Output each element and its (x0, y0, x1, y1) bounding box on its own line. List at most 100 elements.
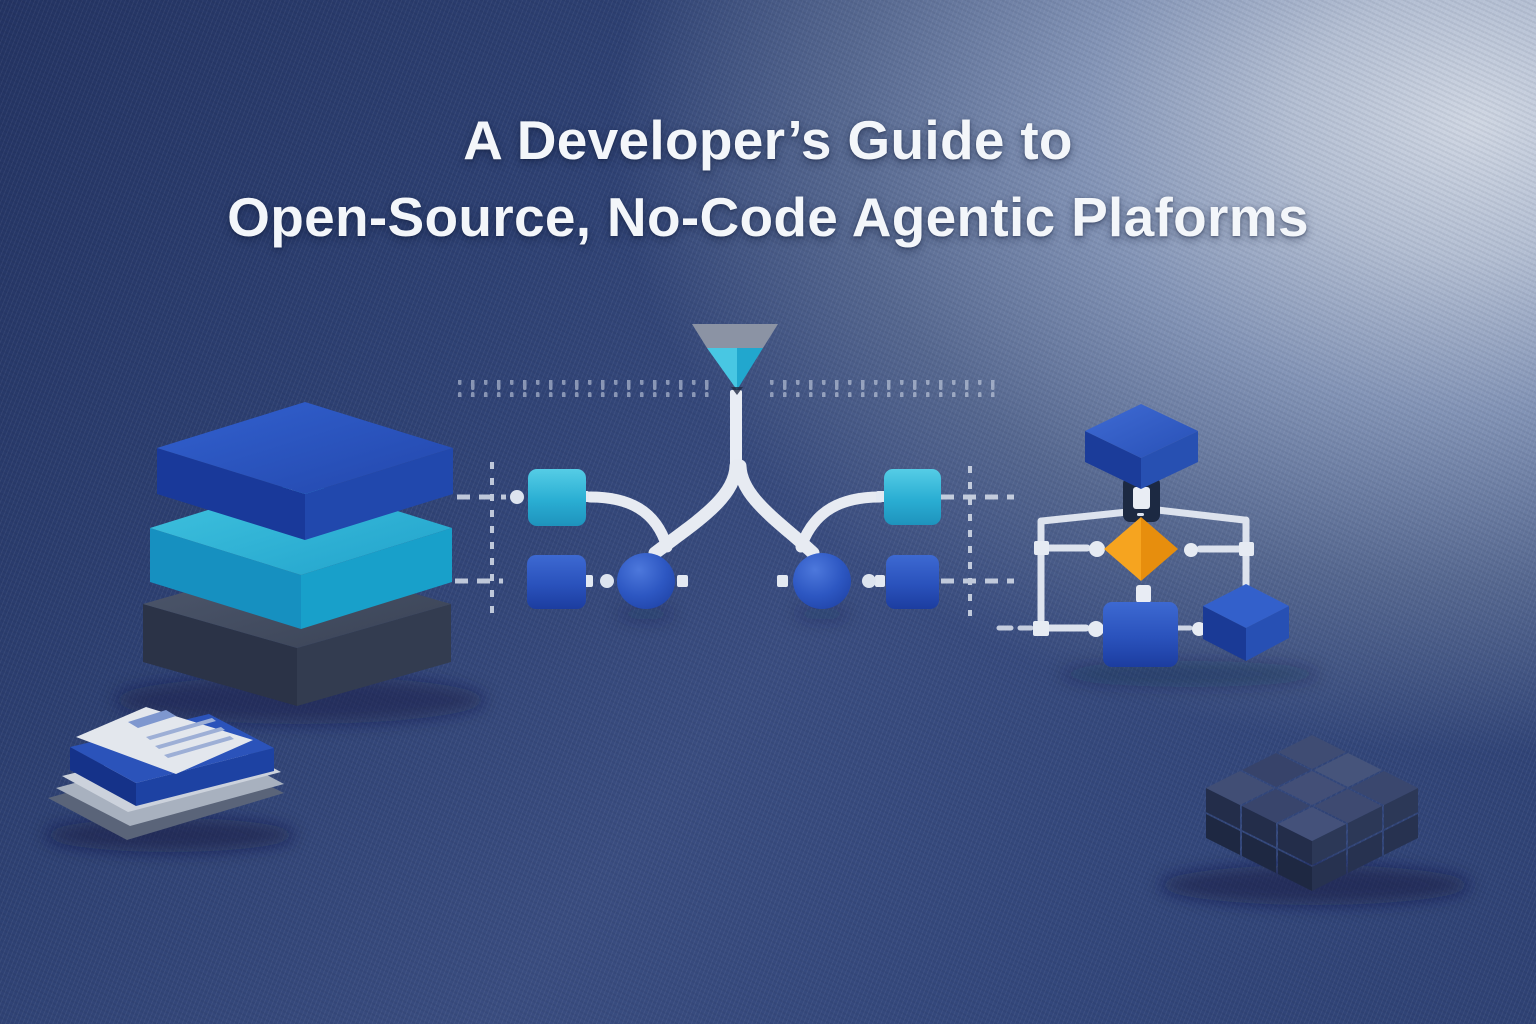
funnel-gray-band (692, 324, 778, 348)
process-circle-right (793, 553, 851, 609)
flowchart-shadow (1060, 661, 1320, 687)
square-pipe-left (584, 491, 673, 553)
dot (1088, 621, 1104, 637)
cube-face (1348, 806, 1382, 847)
square-node (1239, 542, 1254, 556)
cube-face (1242, 832, 1276, 873)
title-line-1: A Developer’s Guide to (463, 109, 1073, 171)
funnel-cyan-right (737, 348, 763, 390)
slab-top-face (157, 402, 453, 494)
line (1145, 505, 1248, 524)
connector-slot (1133, 487, 1150, 509)
cube-top (1350, 771, 1418, 805)
cube-top (1242, 753, 1310, 787)
funnel-icon (692, 324, 778, 395)
cube-top (1242, 789, 1310, 823)
cube-top (1314, 789, 1382, 823)
cube-top (1314, 753, 1382, 787)
cube-top-face (1203, 584, 1289, 628)
page-title: A Developer’s Guide to Open-Source, No-C… (0, 102, 1536, 256)
cube-top (1278, 735, 1346, 769)
dot (600, 574, 614, 588)
circle-shadow (794, 607, 850, 621)
documents-stack-illustration (48, 707, 284, 840)
document-text-line (155, 727, 225, 749)
book-left-face (70, 747, 136, 806)
square-node (1033, 621, 1049, 636)
process-square-blue-left (527, 555, 586, 609)
connector-tick (1137, 513, 1144, 516)
square-node (1034, 541, 1049, 555)
cube-grid-illustration (1206, 735, 1418, 891)
dot (1192, 622, 1206, 636)
dot (1184, 543, 1198, 557)
slab-right-face (301, 528, 452, 629)
diamond-left (1104, 517, 1141, 581)
funnel-tip-shadow (731, 387, 743, 395)
cube-grid-top-faces (1206, 735, 1418, 841)
slab-left-face (150, 528, 301, 629)
ruler-ticks-left (458, 380, 710, 397)
decision-diamond-icon (1104, 517, 1178, 581)
square-node-blue (1103, 602, 1178, 667)
line (1038, 507, 1141, 525)
cube-top (1278, 807, 1346, 841)
cube-face (1206, 814, 1240, 855)
ruler-ticks-right (766, 380, 1004, 397)
split-pipes (584, 390, 886, 560)
square-pipe-right (795, 491, 886, 553)
cube-top (1206, 771, 1274, 805)
cube-left-face (1203, 606, 1246, 661)
cube-face (1278, 850, 1312, 891)
flowchart-nodes (1033, 541, 1254, 637)
decision-flowchart (996, 404, 1289, 667)
cube-top (1278, 771, 1346, 805)
cube-face (1312, 850, 1346, 891)
dashed-connectors (455, 462, 1014, 622)
document-sheet (76, 707, 253, 774)
layered-stack-illustration (143, 402, 453, 706)
cube-node-top (1085, 404, 1198, 489)
diamond-output-nub (1136, 585, 1151, 603)
process-circle-left (617, 553, 675, 609)
cube-face (1278, 824, 1312, 865)
workflow-funnel-diagram (455, 324, 1014, 622)
nub (777, 575, 788, 587)
circle-shadow (618, 607, 674, 621)
slab-left-face (157, 448, 305, 540)
book-right-face (136, 748, 274, 806)
cube-face (1384, 788, 1418, 829)
document-title-block (128, 710, 176, 728)
connector-dots (510, 490, 876, 588)
cube-face (1384, 814, 1418, 855)
process-square-blue-right (886, 555, 939, 609)
cube-left-face (1085, 431, 1141, 489)
cube-grid-lower-layer (1206, 814, 1418, 891)
nub (677, 575, 688, 587)
slab-right-face (305, 448, 453, 540)
cube-right-face (1141, 431, 1198, 489)
cube-face (1242, 806, 1276, 847)
funnel-cyan-left (707, 348, 737, 390)
cube-top-face (1085, 404, 1198, 458)
document-text-line (146, 718, 216, 740)
slab-left-face (143, 604, 297, 706)
cube-connector (1123, 477, 1160, 522)
slab-right-face (297, 604, 451, 706)
cube-node-bottom (1203, 584, 1289, 661)
cube-face (1206, 788, 1240, 829)
dot (862, 574, 876, 588)
cube-face (1312, 824, 1346, 865)
stack-layer-blue (157, 402, 453, 540)
white-document (76, 707, 253, 774)
dot (1089, 541, 1105, 557)
diamond-right (1141, 517, 1178, 581)
cube-right-face (1246, 606, 1289, 661)
title-line-2: Open-Source, No-Code Agentic Plaforms (227, 186, 1309, 248)
document-text-line (164, 736, 234, 758)
process-square-cyan-right (884, 469, 941, 525)
cube-grid-upper-sides (1206, 788, 1418, 865)
cube-face (1348, 832, 1382, 873)
